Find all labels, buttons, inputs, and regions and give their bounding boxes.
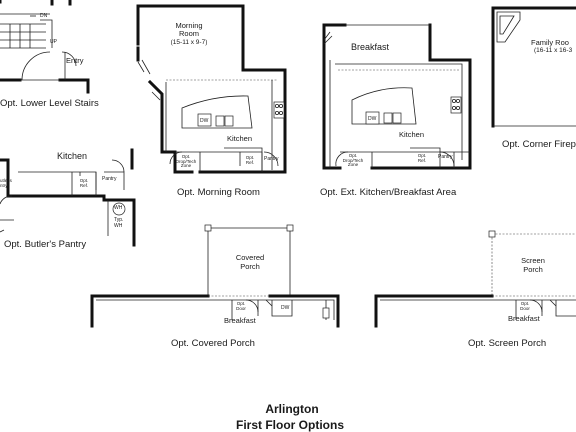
caption-corner-fireplace: Opt. Corner Fireplace xyxy=(502,139,576,150)
butler-opt-ref-label: Opt. Ref. xyxy=(79,178,89,188)
breakfast-covered-label: Breakfast xyxy=(224,316,256,325)
covered-opt-door-label: Opt. Door xyxy=(236,301,246,311)
ext-pantry-label: Pantry xyxy=(438,154,453,160)
caption-lower-stairs: Opt. Lower Level Stairs xyxy=(0,98,99,109)
kitchen-butler-label: Kitchen xyxy=(57,151,88,161)
morning-drop-zone-label: Opt. Drop/Tech Zone xyxy=(175,154,197,169)
family-room-dims: (16-11 x 16-3 xyxy=(534,47,573,54)
morning-dw-label: DW xyxy=(200,118,209,124)
butler-pantry-closet-label: Pantry xyxy=(102,176,117,182)
butlers-pantry-plan xyxy=(0,148,136,247)
screen-porch-name: Screen Porch xyxy=(521,256,545,274)
covered-dw-label: DW xyxy=(281,305,290,311)
screen-opt-door-label: Opt. Door xyxy=(520,301,530,311)
typ-wh-label: Typ. WH xyxy=(114,217,124,229)
ext-kitchen-plan xyxy=(322,23,472,170)
covered-porch-name: Covered Porch xyxy=(235,253,265,271)
butler-pantry-label: utler's ntry xyxy=(0,178,12,188)
screen-porch-plan xyxy=(374,230,576,328)
kitchen-morning-label: Kitchen xyxy=(227,134,253,143)
caption-ext-kitchen: Opt. Ext. Kitchen/Breakfast Area xyxy=(320,187,457,198)
stairs-up-label: UP xyxy=(50,39,57,45)
morning-room-name: Morning Room xyxy=(175,21,203,39)
morning-room-plan xyxy=(136,4,287,174)
entry-room-label: Entry xyxy=(66,56,84,65)
ext-dw-label: DW xyxy=(368,116,377,122)
morning-pantry-label: Pantry xyxy=(264,156,279,162)
caption-covered-porch: Opt. Covered Porch xyxy=(171,338,255,349)
morning-opt-ref-label: Opt. Ref. xyxy=(245,155,255,165)
plan-subtitle: First Floor Options xyxy=(236,418,344,432)
breakfast-screen-label: Breakfast xyxy=(508,314,540,323)
ext-drop-zone-label: Opt. Drop/Tech Zone xyxy=(342,153,364,168)
morning-room-dims: (15-11 x 9-7) xyxy=(170,39,208,46)
stairs-dn-label: DN xyxy=(40,13,48,19)
family-room-name: Family Roo xyxy=(531,38,569,47)
plan-title: Arlington xyxy=(265,402,319,416)
wh-label: WH xyxy=(114,205,123,211)
ext-opt-ref-label: Opt. Ref. xyxy=(417,153,427,163)
lower-stairs-plan xyxy=(0,0,90,94)
kitchen-ext-label: Kitchen xyxy=(399,130,425,139)
caption-morning-room: Opt. Morning Room xyxy=(177,187,260,198)
corner-fireplace-plan xyxy=(491,6,576,128)
covered-porch-plan xyxy=(90,224,340,328)
caption-screen-porch: Opt. Screen Porch xyxy=(468,338,547,349)
breakfast-ext-label: Breakfast xyxy=(351,42,390,52)
caption-butlers-pantry: Opt. Butler's Pantry xyxy=(4,239,87,250)
